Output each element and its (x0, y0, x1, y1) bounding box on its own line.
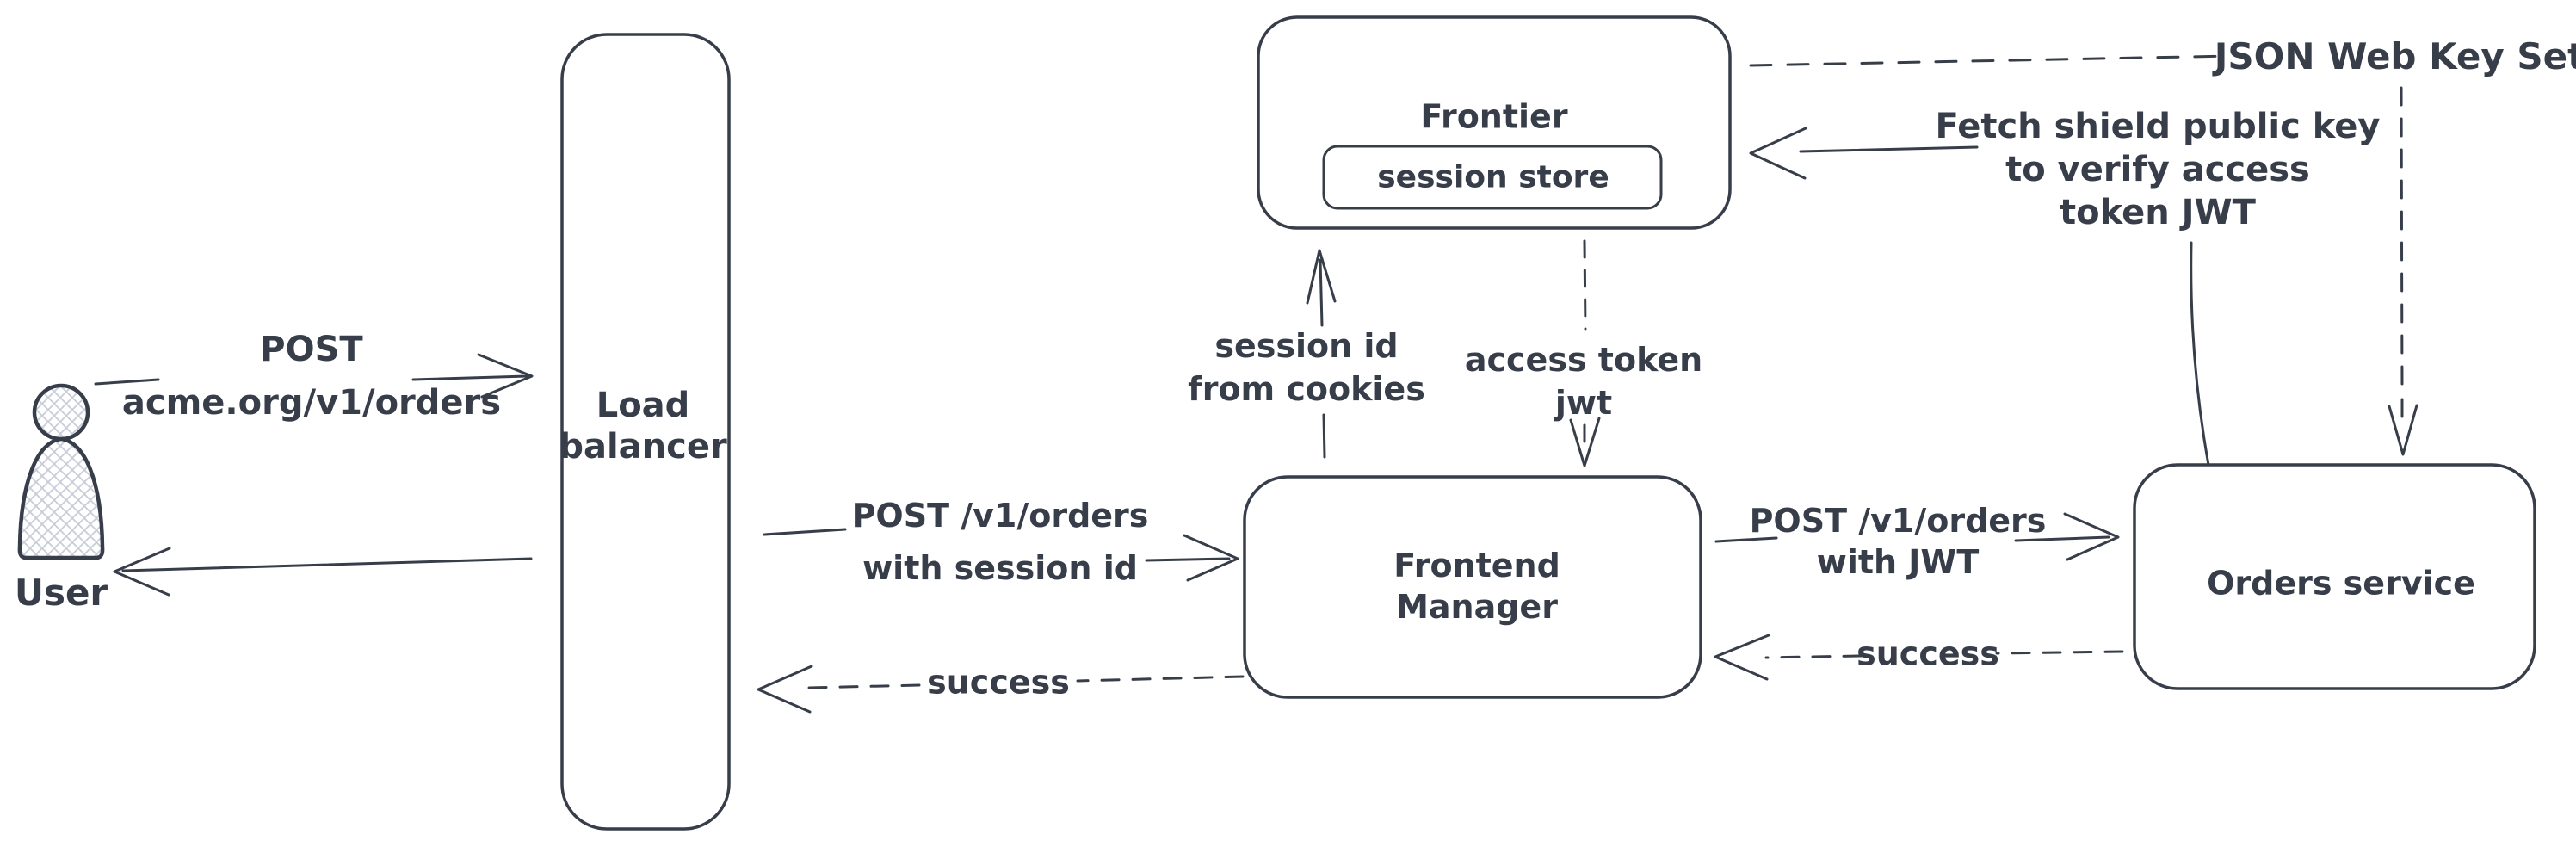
frontend-manager-label-line2: Manager (1396, 588, 1558, 626)
edge-label-session-id-cookies-line1: session id (1214, 327, 1399, 365)
load-balancer-label-line1: Load (596, 386, 690, 425)
arrow-orders-service-to-frontier (1749, 127, 2210, 467)
frontend-manager-box (1243, 475, 1702, 699)
frontend-manager-label: Frontend Manager (1393, 545, 1560, 628)
edge-label-post-session-id-line2: with session id (862, 549, 1138, 587)
edge-label-post-session-id: POST /v1/orders with session id (852, 490, 1149, 595)
frontier-label: Frontier (1420, 97, 1568, 136)
edge-label-fetch-shield-key-line1: Fetch shield public key (1935, 107, 2381, 146)
edge-label-post-jwt-line2: with JWT (1816, 543, 1980, 581)
frontier-box (1257, 15, 1732, 230)
user-label: User (14, 571, 108, 614)
edge-label-post-acme: POST acme.org/v1/orders (122, 323, 501, 430)
edge-label-fetch-shield-key-line2: to verify access (2005, 150, 2310, 189)
edge-label-session-id-cookies: session id from cookies (1188, 325, 1425, 411)
arrow-load-balancer-to-frontend-manager (763, 528, 1239, 582)
load-balancer-label-line2: balancer (559, 427, 727, 467)
load-balancer-box (560, 33, 731, 831)
session-store-label: session store (1377, 159, 1609, 195)
edge-label-post-acme-line2: acme.org/v1/orders (121, 383, 502, 423)
arrow-jwks-to-orders-service (2388, 86, 2418, 456)
edge-label-post-jwt: POST /v1/orders with JWT (1750, 500, 2047, 583)
edge-label-success-right: success (1856, 634, 1999, 673)
edge-label-access-token-jwt-line2: jwt (1554, 384, 1613, 422)
orders-service-box (2133, 463, 2536, 690)
edge-label-access-token-jwt-line1: access token (1464, 341, 1703, 379)
arrow-load-balancer-to-user (113, 547, 533, 597)
arrow-frontend-manager-to-load-balancer-success (757, 665, 1245, 714)
arrow-orders-service-to-frontend-manager-success (1714, 634, 2124, 681)
edge-label-post-session-id-line1: POST /v1/orders (851, 497, 1149, 535)
edge-label-fetch-shield-key-line3: token JWT (2060, 193, 2256, 232)
arrow-frontend-manager-to-orders-service (1714, 512, 2120, 561)
edge-label-fetch-shield-key: Fetch shield public key to verify access… (1936, 105, 2381, 234)
session-store-box (1322, 145, 1663, 210)
user-icon (17, 383, 105, 560)
edge-label-post-jwt-line1: POST /v1/orders (1749, 502, 2047, 540)
orders-service-label: Orders service (2207, 564, 2475, 603)
load-balancer-label: Load balancer (559, 385, 726, 467)
line-frontier-to-jwks (1749, 54, 2233, 67)
frontend-manager-label-line1: Frontend (1393, 547, 1560, 584)
edge-label-success-left: success (927, 663, 1070, 702)
jwks-label: JSON Web Key Set (2214, 34, 2576, 77)
edge-label-access-token-jwt: access token jwt (1465, 338, 1702, 424)
arrow-frontier-to-frontend-manager (1569, 239, 1601, 467)
arrow-user-to-load-balancer (94, 353, 534, 399)
arrow-frontend-manager-to-frontier (1306, 249, 1337, 459)
edge-label-post-acme-line1: POST (260, 330, 363, 369)
edge-label-session-id-cookies-line2: from cookies (1188, 370, 1425, 408)
